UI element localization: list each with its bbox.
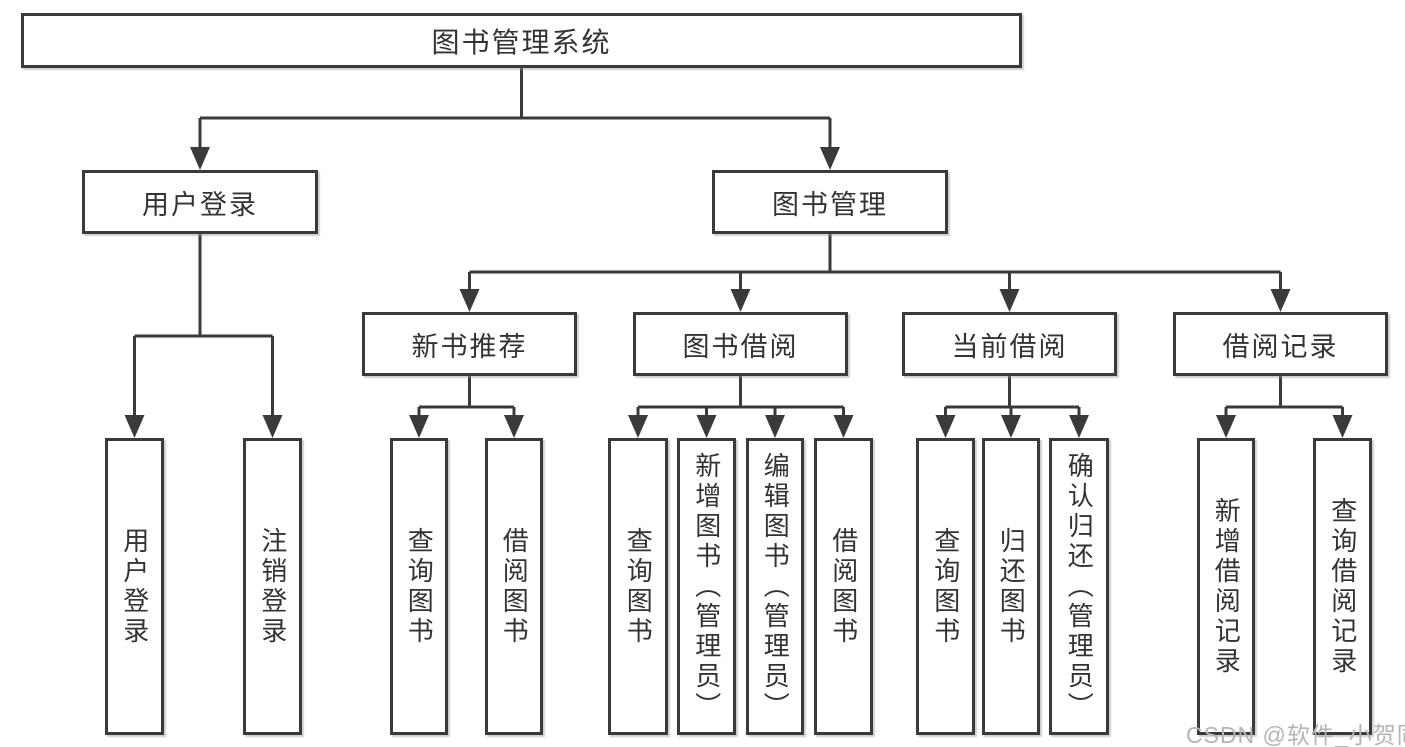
arrowhead-down-icon <box>730 289 751 312</box>
leaf-confirm-return-admin: 确认归还（管理员） <box>1049 438 1109 735</box>
arrowhead-down-icon <box>1069 415 1089 438</box>
leaf-query-borrow-record: 查询借阅记录 <box>1313 438 1372 735</box>
leaf-borrow-borrow-book-label: 借阅图书 <box>828 526 859 647</box>
node-book-borrow-label: 图书借阅 <box>682 331 799 362</box>
arrowhead-down-icon <box>459 289 480 312</box>
node-current-borrow: 当前借阅 <box>902 312 1117 376</box>
connector-borrow-children <box>628 376 854 438</box>
connector-user-login-children <box>124 234 283 438</box>
leaf-return-book: 归还图书 <box>982 438 1040 735</box>
leaf-logout-label: 注销登录 <box>257 526 288 647</box>
watermark: CSDN @软件_小贺同学 <box>1186 722 1405 747</box>
leaf-recommend-query-book: 查询图书 <box>390 438 448 735</box>
connector-record-children <box>1216 376 1353 438</box>
arrowhead-down-icon <box>1270 289 1291 312</box>
arrowhead-down-icon <box>1216 415 1236 438</box>
arrowhead-down-icon <box>628 415 648 438</box>
arrowhead-down-icon <box>696 415 717 438</box>
leaf-borrow-query-book: 查询图书 <box>608 438 668 735</box>
node-root: 图书管理系统 <box>21 13 1022 68</box>
node-book-borrow: 图书借阅 <box>633 312 848 376</box>
node-borrow-record-label: 借阅记录 <box>1222 331 1339 362</box>
node-user-login-label: 用户登录 <box>142 189 258 220</box>
arrowhead-down-icon <box>935 415 956 438</box>
node-user-login: 用户登录 <box>82 170 318 234</box>
leaf-user-login: 用户登录 <box>105 438 164 735</box>
connector-book-mgmt-children <box>459 234 1291 312</box>
leaf-recommend-borrow-book: 借阅图书 <box>485 438 543 735</box>
connector-recommend-children <box>409 376 524 438</box>
arrowhead-down-icon <box>833 415 854 438</box>
arrowhead-down-icon <box>765 415 785 438</box>
leaf-borrow-query-book-label: 查询图书 <box>623 526 654 647</box>
leaf-current-query-book-label: 查询图书 <box>930 526 961 647</box>
node-current-borrow-label: 当前借阅 <box>951 331 1068 362</box>
arrowhead-down-icon <box>124 415 145 438</box>
leaf-add-book-admin: 新增图书（管理员） <box>677 438 736 735</box>
leaf-logout: 注销登录 <box>243 438 302 735</box>
leaf-edit-book-admin: 编辑图书（管理员） <box>746 438 804 735</box>
arrowhead-down-icon <box>262 415 283 438</box>
node-book-management: 图书管理 <box>712 170 948 234</box>
node-book-management-label: 图书管理 <box>772 189 888 220</box>
connector-current-children <box>935 376 1089 438</box>
connector-root-to-level1 <box>190 68 840 170</box>
node-root-label: 图书管理系统 <box>431 26 612 58</box>
leaf-confirm-return-admin-label: 确认归还（管理员） <box>1064 451 1095 722</box>
arrowhead-down-icon <box>999 289 1020 312</box>
node-borrow-record: 借阅记录 <box>1173 312 1388 376</box>
arrowhead-down-icon <box>820 147 840 170</box>
leaf-recommend-borrow-book-label: 借阅图书 <box>499 526 530 647</box>
leaf-add-borrow-record: 新增借阅记录 <box>1197 438 1255 735</box>
arrowhead-down-icon <box>1001 415 1021 438</box>
leaf-borrow-borrow-book: 借阅图书 <box>814 438 873 735</box>
leaf-edit-book-admin-label: 编辑图书（管理员） <box>760 451 791 722</box>
arrowhead-down-icon <box>409 415 429 438</box>
leaf-return-book-label: 归还图书 <box>996 526 1027 647</box>
arrowhead-down-icon <box>1332 415 1353 438</box>
leaf-user-login-label: 用户登录 <box>119 526 150 647</box>
leaf-add-borrow-record-label: 新增借阅记录 <box>1211 496 1242 677</box>
leaf-add-book-admin-label: 新增图书（管理员） <box>691 451 722 722</box>
leaf-recommend-query-book-label: 查询图书 <box>404 526 435 647</box>
arrowhead-down-icon <box>504 415 524 438</box>
arrowhead-down-icon <box>190 147 210 170</box>
leaf-query-borrow-record-label: 查询借阅记录 <box>1327 496 1358 677</box>
node-new-book-recommend-label: 新书推荐 <box>411 331 528 362</box>
leaf-current-query-book: 查询图书 <box>916 438 975 735</box>
node-new-book-recommend: 新书推荐 <box>362 312 577 376</box>
